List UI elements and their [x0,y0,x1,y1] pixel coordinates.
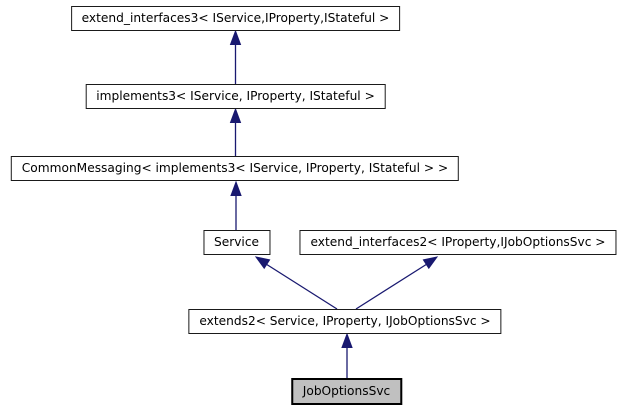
node-extend-interfaces3[interactable]: extend_interfaces3< IService,IProperty,I… [70,6,401,31]
node-extend-interfaces2[interactable]: extend_interfaces2< IProperty,IJobOption… [299,230,617,255]
node-implements3[interactable]: implements3< IService, IProperty, IState… [85,84,386,109]
inheritance-arrow [229,29,242,84]
node-extends2[interactable]: extends2< Service, IProperty, IJobOption… [188,309,502,334]
node-job-options-svc: JobOptionsSvc [290,378,403,405]
node-common-messaging[interactable]: CommonMessaging< implements3< IService, … [10,156,460,181]
inheritance-arrow [254,256,338,310]
inheritance-arrow [229,107,242,156]
inheritance-arrow [341,332,353,378]
inheritance-arrow [230,180,242,230]
inheritance-arrow [355,256,439,310]
node-service[interactable]: Service [202,230,271,255]
